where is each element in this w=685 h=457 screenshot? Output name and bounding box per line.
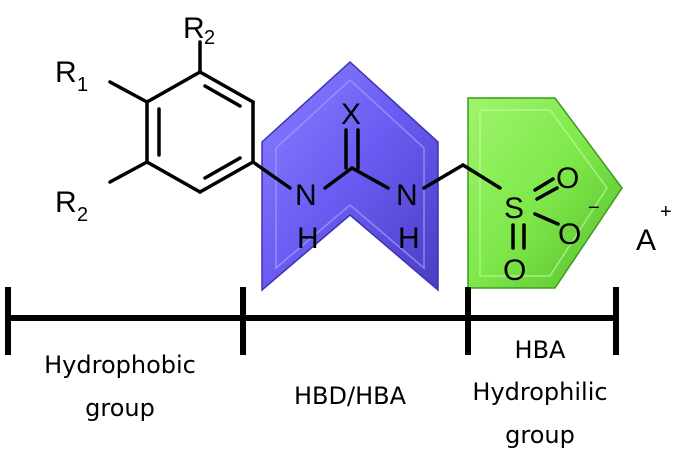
region-labels: Hydrophobic group HBD/HBA HBA Hydrophili… <box>44 336 607 449</box>
r1-subscript: 1 <box>77 74 88 96</box>
r2-top-subscript: 2 <box>204 27 215 49</box>
n-right-atom: N <box>396 179 418 212</box>
hydrophobic-label-line2: group <box>85 394 155 422</box>
a-counterion: A <box>636 224 656 257</box>
r2-bottom-subscript: 2 <box>77 204 88 226</box>
h-right-atom: H <box>398 222 420 255</box>
bonds <box>108 40 560 250</box>
n-left-atom: N <box>295 179 317 212</box>
o-top-atom: O <box>556 162 579 195</box>
atom-labels: R 2 R 1 R 2 X N H N H S O O − O A + <box>55 12 672 287</box>
hba-label-line3: group <box>505 421 575 449</box>
hba-label-line1: HBA <box>515 336 567 364</box>
s-atom: S <box>504 192 524 225</box>
o-right-atom: O <box>558 218 581 251</box>
benzene-ring <box>145 70 255 194</box>
x-atom: X <box>341 98 361 131</box>
region-scale-bar <box>5 287 619 355</box>
o-negative-charge: − <box>588 197 600 219</box>
a-positive-charge: + <box>660 201 672 223</box>
hbd-hba-block <box>261 60 439 292</box>
hydrophobic-label-line1: Hydrophobic <box>44 351 196 379</box>
r1-atom: R <box>55 56 77 89</box>
o-bottom-atom: O <box>503 254 526 287</box>
hba-label-line2: Hydrophilic <box>472 378 607 406</box>
hbd-hba-label: HBD/HBA <box>294 382 407 410</box>
r2-top-atom: R <box>183 12 205 45</box>
r2-bottom-atom: R <box>55 186 77 219</box>
h-left-atom: H <box>297 222 319 255</box>
